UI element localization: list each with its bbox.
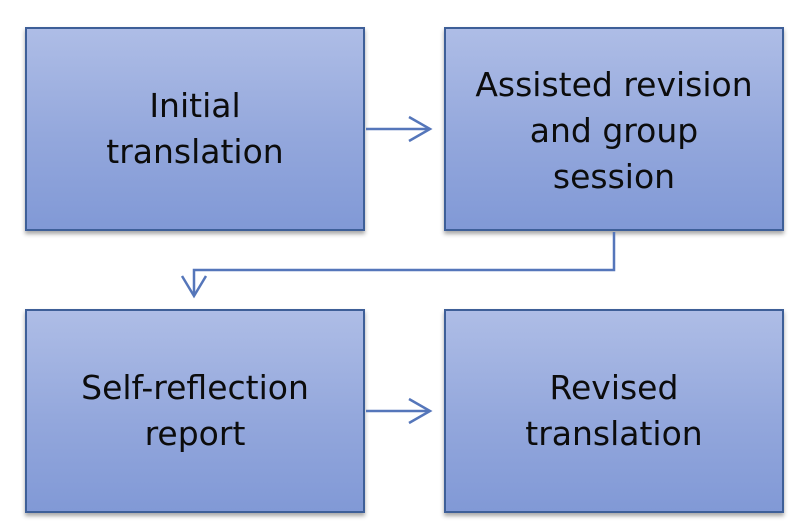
step-label-line: and group — [529, 111, 699, 150]
step-box-initial-translation: Initial translation — [25, 27, 365, 231]
arrow-assisted-to-self-reflection — [180, 232, 616, 299]
step-label-assisted-revision: Assisted revision and group session — [467, 58, 760, 200]
arrow-head-icon — [408, 397, 433, 425]
step-label-self-reflection: Self-reflection report — [73, 365, 317, 457]
step-label-line: Revised — [549, 368, 679, 407]
step-label-line: Self-reflection — [81, 368, 309, 407]
step-label-line: Assisted revision — [475, 65, 753, 104]
step-box-assisted-revision: Assisted revision and group session — [444, 27, 784, 231]
step-label-line: report — [144, 414, 246, 453]
arrow-self-reflection-to-revised — [366, 397, 433, 425]
step-label-line: Initial — [149, 86, 241, 125]
step-label-line: translation — [525, 414, 703, 453]
arrow-initial-to-assisted — [366, 115, 433, 143]
arrow-head-icon — [180, 275, 208, 299]
step-box-self-reflection: Self-reflection report — [25, 309, 365, 513]
step-box-revised-translation: Revised translation — [444, 309, 784, 513]
step-label-initial-translation: Initial translation — [98, 83, 291, 175]
step-label-revised-translation: Revised translation — [517, 365, 710, 457]
step-label-line: session — [552, 157, 676, 196]
arrow-shaft — [192, 232, 616, 294]
step-label-line: translation — [106, 132, 284, 171]
arrow-head-icon — [408, 115, 433, 143]
